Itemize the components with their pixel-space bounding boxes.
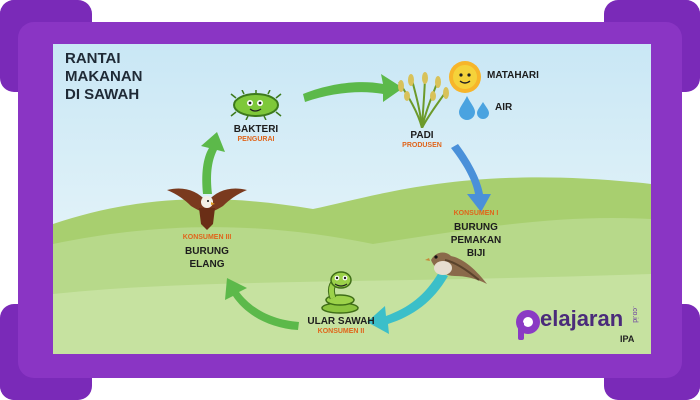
ular-sawah-label: ULAR SAWAH — [307, 316, 375, 327]
arrow-padi-to-burung — [451, 144, 491, 212]
bakteri-label: BAKTERI — [233, 124, 279, 135]
diagram-title: RANTAI MAKANAN DI SAWAH — [65, 50, 143, 104]
arrow-ular-to-elang — [225, 278, 299, 330]
diagram-panel: RANTAI MAKANAN DI SAWAH BAKTERI PENGURAI — [53, 44, 651, 354]
brand-sub: IPA — [620, 334, 635, 344]
brand-side: .co.id — [631, 306, 638, 323]
air-label: AIR — [495, 102, 513, 113]
burung-pemakan-biji-line-1: BURUNG — [454, 222, 498, 233]
snake-icon — [321, 271, 359, 314]
sun-icon — [449, 61, 481, 93]
arrow-bakteri-to-padi — [303, 74, 403, 102]
eagle-icon — [167, 188, 247, 230]
burung-elang-label: BURUNG ELANG — [171, 245, 243, 271]
burung-elang-line-1: BURUNG — [185, 246, 229, 257]
title-line-3: DI SAWAH — [65, 86, 140, 103]
arrow-elang-to-bakteri — [201, 132, 225, 194]
arrow-burung-to-ular — [367, 272, 448, 334]
rice-plant-icon — [398, 72, 449, 128]
burung-elang-role: KONSUMEN III — [182, 234, 232, 241]
pelajaran-logo-icon — [516, 310, 540, 340]
title-line-2: MAKANAN — [65, 68, 143, 85]
ular-sawah-role: KONSUMEN II — [317, 328, 365, 335]
bakteri-role: PENGURAI — [237, 136, 275, 143]
bacteria-icon — [230, 90, 282, 120]
matahari-label: MATAHARI — [487, 70, 539, 81]
sparrow-icon — [425, 252, 487, 284]
burung-pemakan-biji-line-3: BIJI — [466, 248, 486, 259]
brand-name: elajaran — [540, 306, 624, 331]
burung-pemakan-biji-line-2: PEMAKAN — [450, 235, 502, 246]
padi-label: PADI — [410, 130, 434, 141]
title-line-1: RANTAI — [65, 50, 121, 67]
padi-role: PRODUSEN — [402, 142, 442, 149]
water-drops-icon — [459, 96, 489, 120]
burung-pemakan-biji-role: KONSUMEN I — [453, 210, 499, 217]
burung-pemakan-biji-label: BURUNG PEMAKAN BIJI — [441, 221, 511, 260]
burung-elang-line-2: ELANG — [189, 259, 225, 270]
